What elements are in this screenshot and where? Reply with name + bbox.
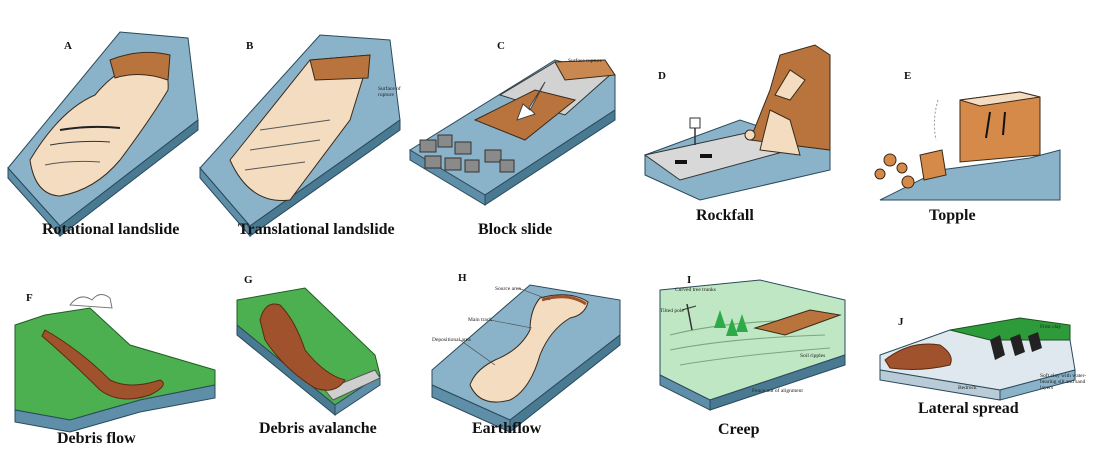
- panel-caption: Creep: [718, 421, 760, 438]
- panel-letter: F: [26, 292, 33, 304]
- panel-caption: Earthflow: [472, 420, 542, 437]
- panel-lateral-spread: J Firm clay Soft clay with water-bearing…: [870, 260, 1104, 457]
- panel-caption: Lateral spread: [918, 400, 1019, 417]
- block-slide-illustration: [409, 59, 616, 206]
- depositional-area-label: Depositional area: [432, 337, 471, 343]
- soil-ripples-label: Soil ripples: [800, 353, 826, 359]
- panel-letter: C: [497, 40, 505, 52]
- panel-topple: E Topple: [860, 0, 1104, 260]
- panel-letter: H: [458, 272, 467, 284]
- lateral-spread-illustration: [879, 317, 1076, 401]
- topple-illustration: [874, 91, 1061, 201]
- panel-translational-landslide: B Surface of rupture Translational lands…: [199, 0, 415, 260]
- panel-creep: I Curved tree trunks Tilted pole Soil ri…: [640, 260, 855, 457]
- curved-tree-trunks-label: Curved tree trunks: [675, 287, 716, 293]
- firm-clay-label: Firm clay: [1040, 324, 1062, 330]
- debris-flow-illustration: [14, 294, 216, 433]
- panel-caption: Topple: [929, 207, 976, 224]
- panel-caption: Translational landslide: [238, 221, 395, 238]
- panel-caption: Debris flow: [57, 430, 136, 447]
- panel-letter: I: [687, 274, 692, 286]
- panel-letter: J: [898, 316, 904, 328]
- panel-rotational-landslide: A Rotational landslide: [0, 0, 210, 260]
- earthflow-illustration: [431, 284, 621, 434]
- source-area-label: Source area: [495, 286, 521, 292]
- fence-out-of-alignment-label: Fence out of alignment: [752, 388, 803, 394]
- panel-caption: Block slide: [478, 221, 553, 238]
- main-track-label: Main track: [468, 317, 492, 323]
- translational-landslide-illustration: [199, 34, 401, 238]
- panel-letter: G: [244, 274, 253, 286]
- bedrock-label: Bedrock: [958, 385, 977, 391]
- surface-rupture-label: Surface rupture: [568, 58, 603, 64]
- panel-letter: B: [246, 40, 254, 52]
- rockfall-illustration: [643, 44, 831, 201]
- creep-illustration: [659, 279, 846, 411]
- panel-letter: A: [64, 40, 72, 52]
- soft-clay-label: Soft clay with water-bearing silt and sa…: [1040, 373, 1087, 391]
- panel-rockfall: D Rockfall: [640, 0, 840, 260]
- panel-caption: Debris avalanche: [259, 420, 377, 437]
- panel-letter: E: [904, 70, 912, 82]
- panel-debris-flow: F Debris flow: [0, 260, 225, 457]
- panel-caption: Rotational landslide: [42, 221, 180, 238]
- panel-debris-avalanche: G Debris avalanche: [225, 260, 405, 457]
- panel-block-slide: C Surface rupture Block slide: [405, 0, 620, 260]
- panel-letter: D: [658, 70, 666, 82]
- panel-earthflow: H Source area Main track Depositional ar…: [420, 260, 630, 457]
- tilted-pole-label: Tilted pole: [660, 308, 684, 314]
- surface-of-rupture-label: Surface of rupture: [378, 86, 401, 98]
- panel-caption: Rockfall: [696, 207, 754, 224]
- rotational-landslide-illustration: [7, 31, 199, 238]
- debris-avalanche-illustration: [236, 287, 381, 417]
